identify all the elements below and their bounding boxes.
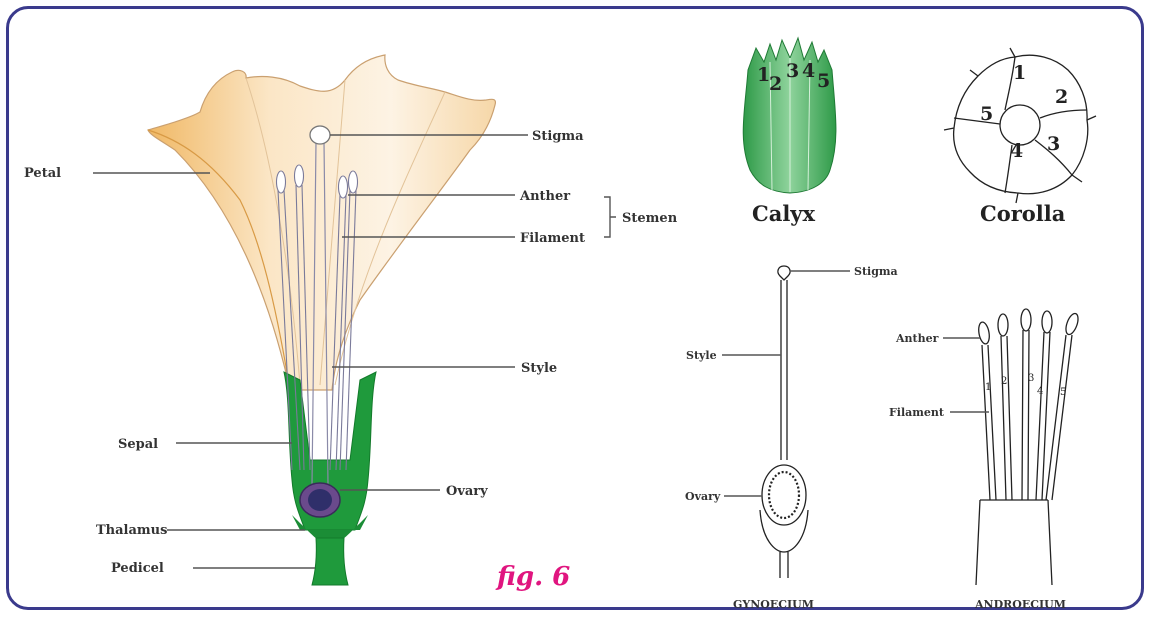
label-style: Style bbox=[521, 361, 557, 376]
androecium-figure: Anther Filament 1 2 3 4 5 ANDROECIUM bbox=[889, 309, 1080, 611]
anther bbox=[1021, 309, 1031, 331]
label-sepal: Sepal bbox=[118, 437, 158, 452]
calyx-title: Calyx bbox=[752, 201, 816, 226]
label-ovary: Ovary bbox=[446, 484, 488, 499]
corolla-number: 1 bbox=[1013, 62, 1026, 84]
label-stamen: Stemen bbox=[622, 211, 678, 226]
corolla-figure: 1 2 3 4 5 Corolla bbox=[944, 48, 1096, 226]
corolla-number: 5 bbox=[980, 103, 993, 125]
androecium-number: 3 bbox=[1028, 373, 1034, 384]
flower-longitudinal-section: Petal Stigma Anther Filament Stemen Styl… bbox=[24, 55, 678, 592]
filament bbox=[1036, 332, 1050, 500]
label-thalamus: Thalamus bbox=[96, 523, 167, 538]
label-filament: Filament bbox=[520, 231, 585, 246]
calyx-number: 3 bbox=[786, 60, 799, 82]
anther bbox=[977, 321, 991, 344]
corolla-petal-shape bbox=[148, 55, 495, 390]
ovary-interior bbox=[308, 489, 332, 511]
corolla-number: 3 bbox=[1047, 133, 1060, 155]
androecium-number: 5 bbox=[1060, 387, 1066, 398]
calyx-number: 4 bbox=[802, 60, 815, 82]
gynoecium-label-stigma: Stigma bbox=[854, 265, 898, 278]
gynoecium-stalk bbox=[780, 552, 788, 578]
filament bbox=[1022, 330, 1029, 500]
androecium-number: 4 bbox=[1037, 386, 1043, 397]
androecium-tube bbox=[976, 500, 1052, 585]
gynoecium-label-style: Style bbox=[686, 349, 717, 362]
corolla-division bbox=[1040, 110, 1087, 118]
filament bbox=[1046, 335, 1072, 500]
label-petal: Petal bbox=[24, 166, 61, 181]
calyx-figure: 1 2 3 4 5 Calyx bbox=[743, 38, 836, 226]
corolla-center bbox=[1000, 105, 1040, 145]
label-pedicel: Pedicel bbox=[111, 561, 164, 576]
gynoecium-figure: Stigma Style Ovary GYNOECIUM bbox=[685, 265, 898, 611]
androecium-number: 1 bbox=[985, 382, 991, 393]
corolla-number: 4 bbox=[1010, 140, 1023, 162]
anther bbox=[1064, 312, 1081, 336]
androecium-number: 2 bbox=[1001, 376, 1007, 387]
androecium-label-anther: Anther bbox=[895, 332, 939, 345]
pedicel-stalk bbox=[312, 538, 348, 585]
gynoecium-title: GYNOECIUM bbox=[733, 598, 814, 611]
gynoecium-label-ovary: Ovary bbox=[685, 490, 721, 503]
corolla-number: 2 bbox=[1055, 86, 1068, 108]
calyx-number: 5 bbox=[817, 70, 830, 92]
stigma-head bbox=[310, 126, 330, 144]
figure-caption: fig. 6 bbox=[495, 562, 570, 592]
anther bbox=[1042, 311, 1052, 333]
gynoecium-style bbox=[781, 280, 787, 460]
calyx-number: 2 bbox=[769, 73, 782, 95]
androecium-title: ANDROECIUM bbox=[974, 598, 1066, 611]
androecium-label-filament: Filament bbox=[889, 406, 945, 419]
label-stigma: Stigma bbox=[532, 129, 584, 144]
filament bbox=[982, 345, 996, 500]
filament bbox=[1001, 336, 1012, 500]
label-anther: Anther bbox=[519, 189, 570, 204]
gynoecium-stigma bbox=[778, 266, 790, 280]
corolla-title: Corolla bbox=[980, 201, 1066, 226]
anther bbox=[998, 314, 1008, 336]
